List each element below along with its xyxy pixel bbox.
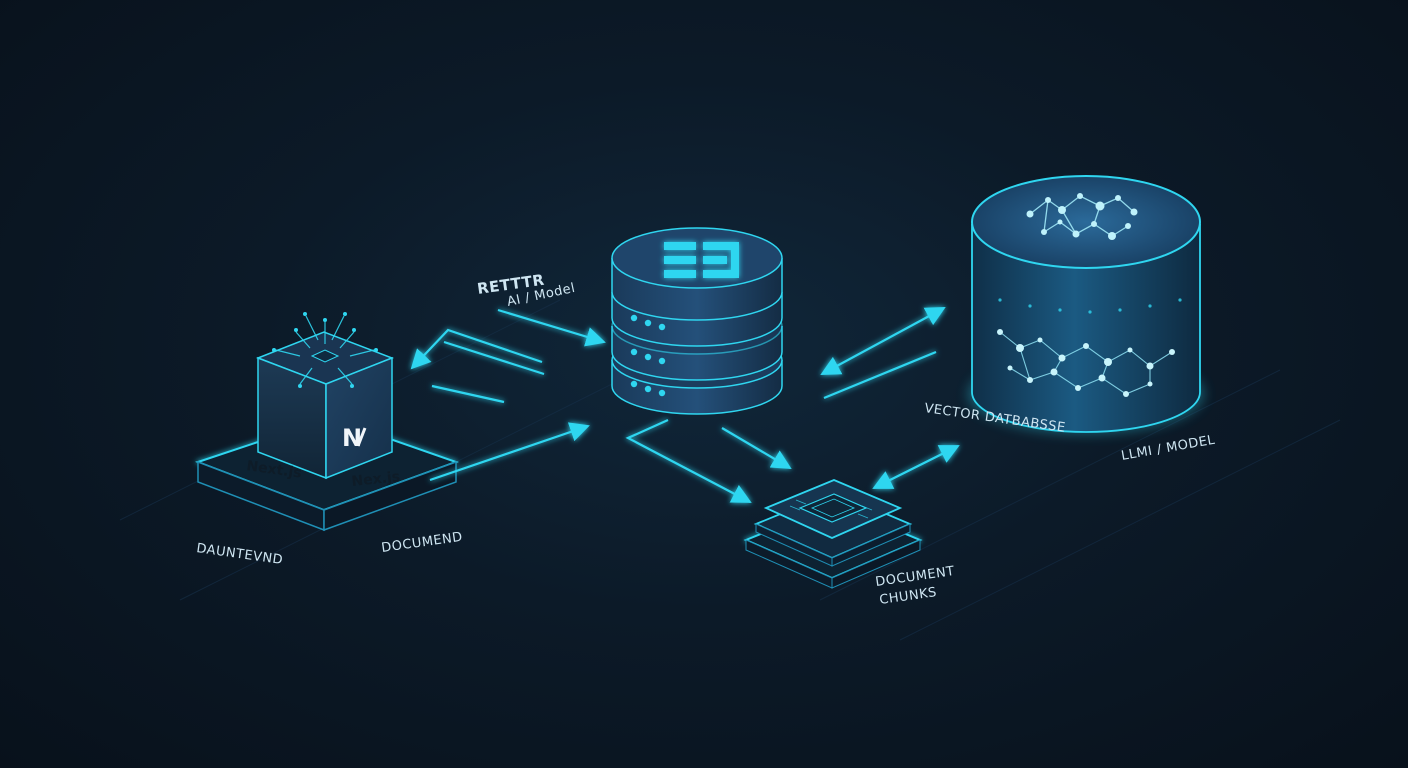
database-stack-icon xyxy=(611,227,783,415)
connector-vectordb-server-2 xyxy=(823,350,937,400)
server-top xyxy=(611,227,783,321)
left-connectors xyxy=(410,308,606,482)
chunks-caption-line2: CHUNKS xyxy=(878,585,937,608)
chunks-caption-line1: DOCUMENT xyxy=(874,564,955,590)
cube-logo: N xyxy=(342,424,362,452)
connector-bracket xyxy=(443,340,545,376)
arrow-to-frontend xyxy=(410,328,543,370)
retriever-label-group: RETTTR AI / Model xyxy=(476,271,577,310)
frontend-caption: DAUNTEVND xyxy=(195,541,283,568)
chip-cube-icon: N xyxy=(255,312,395,480)
frontend-right-tile-label: Nex.js xyxy=(351,469,401,490)
vector-body-dots xyxy=(998,298,1182,314)
llm-caption: LLMI / MODEL xyxy=(1120,433,1217,464)
arrow-document-to-server xyxy=(429,422,590,482)
arrow-server-to-chunks-2 xyxy=(625,418,752,503)
arrow-chunks-to-vectordb xyxy=(872,445,960,489)
cube-logo-slash xyxy=(356,427,367,447)
chip-stack-icon: DOCUMENT CHUNKS xyxy=(743,479,956,608)
vector-cylinder-icon: VECTOR DATBABSSE LLMI / MODEL xyxy=(923,175,1217,464)
chunk-layer-1 xyxy=(763,479,903,539)
frontend-node: N Next.js Nex.js DAUNTEVND DOCUMEND xyxy=(195,312,464,568)
arrow-server-to-chunks xyxy=(721,427,792,470)
connector-bracket-2 xyxy=(431,384,505,404)
frontend-left-tile-label: Next.js xyxy=(245,458,302,482)
document-caption: DOCUMEND xyxy=(380,530,463,556)
vector-top-nodes xyxy=(1026,193,1138,240)
vector-body-nodes xyxy=(997,329,1175,397)
server-logo-icon xyxy=(664,242,739,278)
arrow-to-server xyxy=(497,308,606,347)
center-connectors xyxy=(625,307,960,503)
arrow-vectordb-to-server xyxy=(820,307,946,375)
